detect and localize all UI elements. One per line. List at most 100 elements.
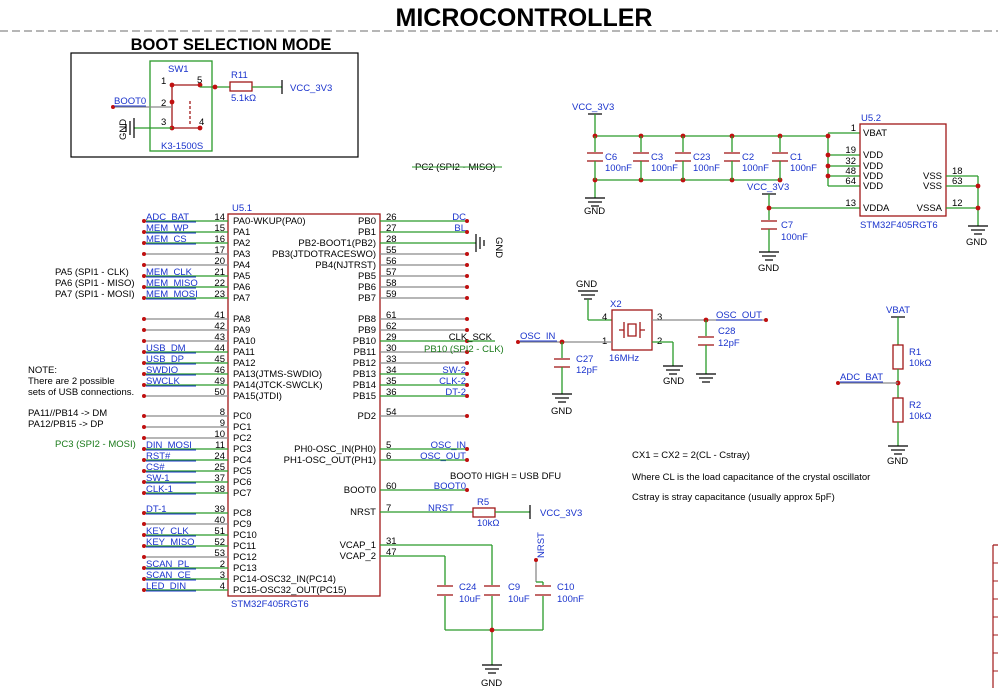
c7-ref: C7: [781, 220, 793, 231]
cap-value: 100nF: [693, 163, 720, 174]
pin-name: PB1: [358, 227, 376, 238]
pin-number: 17: [214, 245, 225, 256]
c28-symbol: [698, 336, 714, 346]
pin-number: 16: [214, 234, 225, 245]
cap-ref: C2: [742, 152, 754, 163]
junction: [825, 133, 831, 139]
pin-number: 7: [386, 503, 391, 514]
cap-ref: C3: [651, 152, 663, 163]
junction: [212, 84, 218, 90]
pin-name: PH0-OSC_IN(PH0): [294, 444, 376, 455]
pin-name: PC5: [233, 466, 251, 477]
pin-name: PC2: [233, 433, 251, 444]
pa6-note: PA6 (SPI1 - MISO): [55, 278, 135, 289]
r11-value: 5.1kΩ: [231, 93, 256, 104]
pin-number: 41: [214, 310, 225, 321]
net-port: [142, 285, 146, 289]
pin-number: 60: [386, 481, 397, 492]
net-label: BOOT0: [434, 481, 466, 492]
pin-name: VDD: [863, 150, 883, 161]
pin-number: 40: [214, 515, 225, 526]
pin-name: VBAT: [863, 128, 887, 139]
net-label: CS#: [146, 462, 165, 473]
usb-note-line: sets of USB connections.: [28, 387, 134, 398]
gnd-symbol: [585, 197, 605, 207]
net-port: [465, 372, 469, 376]
sw1-pin-number: 1: [161, 76, 166, 87]
net-label: USB_DM: [146, 343, 186, 354]
gnd-label: GND: [118, 119, 129, 140]
pin-name: PB10: [353, 336, 376, 347]
net-label: SWCLK: [146, 376, 180, 387]
x2-pin-number: 3: [657, 312, 662, 323]
net-label: MEM_CLK: [146, 267, 193, 278]
u51-part: STM32F405RGT6: [231, 599, 309, 610]
c9-ref: C9: [508, 582, 520, 593]
pin-name: VSSA: [917, 203, 943, 214]
c28-ref: C28: [718, 326, 735, 337]
sw1-pin: [197, 82, 203, 88]
net-port: [142, 252, 146, 256]
net-port: [142, 588, 146, 592]
pin-number: 13: [845, 198, 856, 209]
net-port: [465, 350, 469, 354]
net-label: LED_DIN: [146, 581, 186, 592]
sw1-part: K3-1500S: [161, 141, 203, 152]
net-label: OSC_OUT: [420, 451, 466, 462]
net-label: DC: [452, 212, 466, 223]
pin-name: PD2: [358, 411, 376, 422]
net-label: SWDIO: [146, 365, 178, 376]
pin-name: PC1: [233, 422, 251, 433]
pin-name: PC15-OSC32_OUT(PC15): [233, 585, 347, 596]
net-label: MEM_WP: [146, 223, 189, 234]
net-label: CLK-2: [439, 376, 466, 387]
junction: [825, 173, 831, 179]
pin-number: 19: [845, 145, 856, 156]
gnd-symbol: [888, 445, 908, 455]
net-port: [465, 394, 469, 398]
net-port: [465, 263, 469, 267]
r1-value: 10kΩ: [909, 358, 931, 369]
pin-name: PC12: [233, 552, 257, 563]
junction: [825, 152, 831, 158]
cap-value: 100nF: [790, 163, 817, 174]
gnd-label: GND: [551, 406, 572, 417]
boot-selection-frame: [70, 52, 359, 158]
pin-name: PA10: [233, 336, 256, 347]
r2-ref: R2: [909, 400, 921, 411]
pin-number: 44: [214, 343, 225, 354]
pin-number: 45: [214, 354, 225, 365]
pin-name: VCAP_2: [340, 551, 376, 562]
net-port: [142, 350, 146, 354]
net-port: [142, 296, 146, 300]
pin-number: 23: [214, 289, 225, 300]
net-port: [465, 219, 469, 223]
pin-name: PC8: [233, 508, 251, 519]
net-port: [142, 458, 146, 462]
pin-name: PB14: [353, 380, 376, 391]
pin-name: PB6: [358, 282, 376, 293]
x2-freq: 16MHz: [609, 353, 639, 364]
osc-out-net-label: OSC_OUT: [716, 310, 762, 321]
formula-line: Cstray is stray capacitance (usually app…: [632, 492, 835, 503]
pin-number: 49: [214, 376, 225, 387]
net-port: [142, 317, 146, 321]
pin-number: 10: [214, 429, 225, 440]
pin-name: VDD: [863, 171, 883, 182]
net-port: [142, 544, 146, 548]
c27-ref: C27: [576, 354, 593, 365]
net-port: [142, 394, 146, 398]
net-port: [465, 274, 469, 278]
net-label: SW-2: [442, 365, 466, 376]
gnd-label: GND: [663, 376, 684, 387]
pin-name: PB4(NJTRST): [315, 260, 376, 271]
gnd-symbol: [696, 373, 716, 383]
vcc-label: VCC_3V3: [540, 508, 582, 519]
pin-name: PB3(JTDOTRACESWO): [272, 249, 376, 260]
pin-name: PA13(JTMS-SWDIO): [233, 369, 322, 380]
pin-name: VDD: [863, 161, 883, 172]
c27-value: 12pF: [576, 365, 598, 376]
net-port: [142, 328, 146, 332]
